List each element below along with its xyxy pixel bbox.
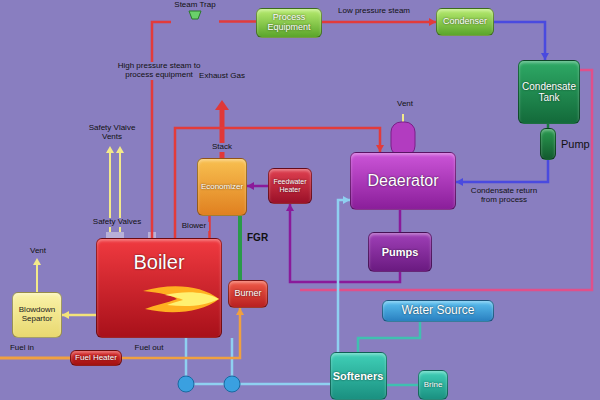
pump-box: Pump [540,128,556,160]
arrow-head [456,178,463,186]
pump-circle [178,376,194,392]
node-text: Feedwater Heater [269,178,311,193]
arrow-head [286,204,294,211]
pumps-box: Pumps [368,232,432,272]
pipe-connector [456,160,548,182]
note-label: Fuel in [4,344,40,353]
feed-line [194,383,224,386]
note-label: Blower [179,222,209,231]
node-text: Pumps [382,246,419,258]
note-label: Safety Vlaive Vents [78,124,146,142]
note-label: FGR [246,232,272,243]
burner-box: Burner [228,280,268,308]
economizer-box: Economizer [197,158,247,216]
node-text: Deaerator [367,172,438,190]
process-box: Process Equipment [256,8,322,38]
vent-arrow [116,146,124,153]
note-label: Exhaust Gas [198,72,246,81]
pipe-connector [399,210,402,232]
arrow-head [541,53,549,60]
node-text: Brine [424,381,443,390]
node-text: Process Equipment [257,13,321,33]
fuel-heater-box: Fuel Heater [70,350,122,366]
node-text: Steam Trap [174,1,215,10]
node-text: Water Source [402,304,475,317]
condenser-box: Condenser [436,8,494,36]
heater-box: Feedwater Heater [268,168,312,204]
vent-arrow [106,146,114,153]
deaerator-box: Deaerator [350,152,456,210]
pipe-connector [219,20,256,23]
steam-trap: Steam Trap [171,1,219,35]
pipe-connector [387,384,419,387]
node-text: Softeners [333,370,384,382]
edge-label: Fuel out [128,344,170,353]
vent-arrow [33,258,41,265]
arrow-head [62,311,69,319]
node-text: Fuel Heater [75,354,117,363]
note-label: Vent [392,100,418,109]
pump-circle [224,376,240,392]
boiler-box: Boiler [96,238,222,338]
fuel-line [0,357,70,360]
stack-arrow [215,100,229,110]
arrow-head [343,196,350,204]
tank-box: Condensate Tank [518,60,580,124]
pipe-connector [338,200,350,352]
node-text: Blowdown Separtor [13,306,61,324]
node-text: Condensate Tank [519,81,579,103]
arrow-head [247,182,254,190]
feed-line [240,383,330,386]
softeners-box: Softeners [330,352,387,400]
trap-symbol [188,10,202,20]
edge-label: Low pressure steam [328,7,420,16]
fgr-duct [238,216,242,280]
separator-box: Blowdown Separtor [12,292,62,338]
deaerator-dome [391,122,415,156]
pipe-connector [494,22,545,60]
arrow-head [376,145,384,152]
vent-line [36,262,38,292]
node-text: Boiler [133,251,184,273]
water-source-box: Water Source [382,300,494,322]
node-text: Economizer [201,183,243,192]
node-text: Condenser [443,17,487,27]
note-label: Safety Valves [84,218,150,227]
edge-label: Condensate return from process [466,187,542,205]
note-label: Vent [25,247,51,256]
node-text: Pump [561,138,590,150]
pipe-connector [358,322,420,352]
arrow-head [429,18,436,26]
note-label: Stack [205,143,239,152]
pipe-connector [322,21,436,24]
brine-box: Brine [418,370,448,400]
arrow-head [236,308,244,315]
flame-picture [141,281,221,317]
pipe-connector [152,22,171,238]
node-text: Burner [234,289,261,299]
note-label: High pressure steam to process equipment [110,62,208,80]
